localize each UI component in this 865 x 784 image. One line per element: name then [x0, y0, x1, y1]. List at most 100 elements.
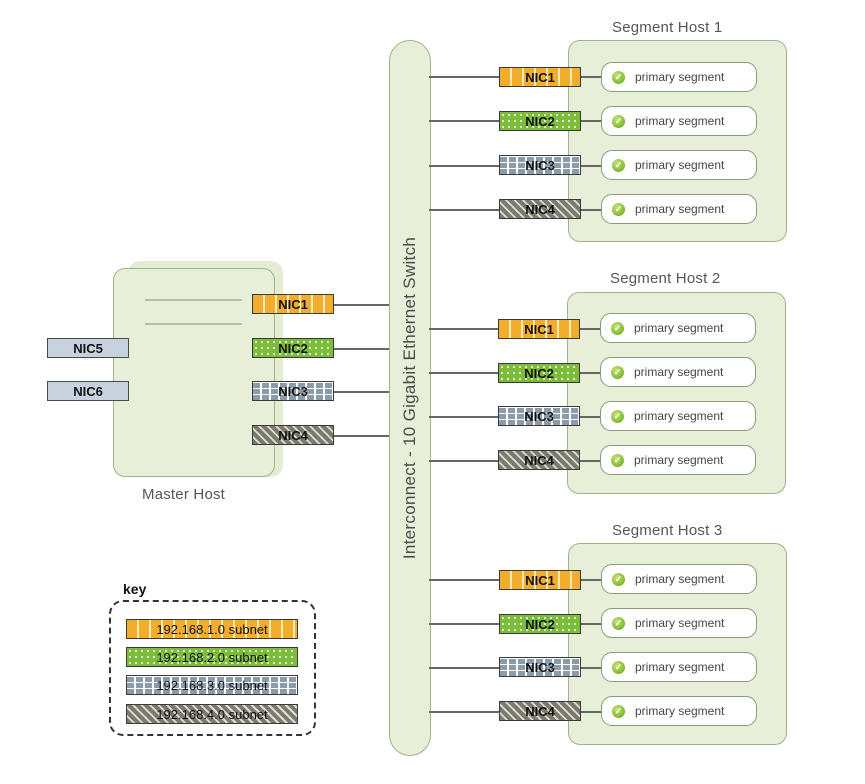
nic-label: NIC5	[73, 340, 103, 356]
connector-line	[580, 416, 602, 418]
connector-line	[580, 711, 602, 713]
segment-status-icon: ✓	[612, 70, 625, 84]
segment-status-icon: ✓	[611, 409, 624, 423]
segment-status-icon: ✓	[611, 321, 624, 335]
segment-label: primary segment	[635, 704, 725, 718]
connector-line	[580, 165, 602, 167]
connector-line	[429, 76, 501, 78]
connector-line	[580, 623, 602, 625]
segment-status-icon: ✓	[612, 158, 625, 172]
primary-segment: ✓ primary segment	[601, 564, 757, 594]
segment-host-title: Segment Host 3	[612, 522, 723, 539]
primary-segment: ✓ primary segment	[600, 445, 756, 475]
nic-label: NIC2	[524, 365, 554, 381]
segment-host2-nic4: NIC4	[498, 450, 580, 470]
nic-label: NIC3	[278, 383, 308, 399]
segment-status-icon: ✓	[611, 365, 624, 379]
segment-label: primary segment	[634, 321, 724, 335]
nic-label: NIC2	[525, 616, 555, 632]
segment-status-icon: ✓	[612, 704, 625, 718]
connector-line	[580, 372, 602, 374]
master-host-box	[113, 268, 275, 477]
nic-label: NIC1	[278, 296, 308, 312]
master-nic6: NIC6	[47, 381, 129, 401]
nic-label: NIC2	[278, 340, 308, 356]
interconnect-switch: Interconnect - 10 Gigabit Ethernet Switc…	[389, 40, 431, 756]
segment-status-icon: ✓	[612, 202, 625, 216]
nic-label: NIC4	[278, 427, 308, 443]
primary-segment: ✓ primary segment	[600, 313, 756, 343]
nic-label: NIC4	[525, 703, 555, 719]
connector-line	[429, 667, 501, 669]
primary-segment: ✓ primary segment	[601, 652, 757, 682]
key-item-label: 192.168.1.0 subnet	[156, 621, 268, 637]
nic-label: NIC3	[525, 659, 555, 675]
key-item-label: 192.168.4.0 subnet	[156, 706, 268, 722]
connector-line	[429, 372, 501, 374]
connector-line	[334, 304, 390, 306]
segment-host-title: Segment Host 1	[612, 19, 723, 36]
primary-segment: ✓primary segment	[601, 106, 757, 136]
segment-label: primary segment	[635, 660, 725, 674]
primary-segment: ✓primary segment	[601, 62, 757, 92]
segment-label: primary segment	[634, 365, 724, 379]
key-item-subnet3: 192.168.3.0 subnet	[126, 675, 298, 695]
connector-line	[429, 460, 501, 462]
master-host-line	[145, 299, 242, 301]
connector-line	[429, 328, 501, 330]
segment-host2-nic1: NIC1	[498, 319, 580, 339]
nic-label: NIC2	[525, 113, 555, 129]
primary-segment: ✓ primary segment	[600, 357, 756, 387]
master-host-title: Master Host	[142, 486, 226, 503]
key-item-subnet2: 192.168.2.0 subnet	[126, 647, 298, 667]
primary-segment: ✓ primary segment	[601, 150, 757, 180]
nic-label: NIC1	[525, 572, 555, 588]
nic-label: NIC3	[524, 408, 554, 424]
connector-line	[580, 120, 602, 122]
connector-line	[580, 579, 602, 581]
segment-host2-nic3: NIC3	[498, 406, 580, 426]
connector-line	[334, 391, 390, 393]
segment-label: primary segment	[635, 616, 725, 630]
segment-status-icon: ✓	[612, 660, 625, 674]
segment-label: primary segment	[635, 114, 725, 128]
key-legend	[109, 600, 316, 736]
connector-line	[580, 328, 602, 330]
segment-host1-nic4: NIC4	[499, 199, 581, 219]
segment-status-icon: ✓	[611, 453, 624, 467]
segment-host2-nic2: NIC2	[498, 363, 580, 383]
segment-host1-nic1: NIC1	[499, 67, 581, 87]
segment-status-icon: ✓	[612, 572, 625, 586]
master-nic3: NIC3	[252, 381, 334, 401]
segment-label: primary segment	[635, 202, 725, 216]
master-nic2: NIC2	[252, 338, 334, 358]
segment-label: primary segment	[635, 158, 725, 172]
nic-label: NIC4	[525, 201, 555, 217]
nic-label: NIC3	[525, 157, 555, 173]
connector-line	[334, 348, 390, 350]
segment-host3-nic2: NIC2	[499, 614, 581, 634]
segment-label: primary segment	[634, 453, 724, 467]
primary-segment: ✓ primary segment	[601, 194, 757, 224]
key-item-label: 192.168.3.0 subnet	[156, 677, 268, 693]
segment-label: primary segment	[634, 409, 724, 423]
key-item-label: 192.168.2.0 subnet	[156, 649, 268, 665]
segment-host1-nic3: NIC3	[499, 155, 581, 175]
connector-line	[580, 209, 602, 211]
segment-host-title: Segment Host 2	[610, 270, 721, 287]
key-item-subnet1: 192.168.1.0 subnet	[126, 619, 298, 639]
connector-line	[580, 76, 602, 78]
primary-segment: ✓ primary segment	[601, 696, 757, 726]
segment-label: primary segment	[635, 572, 725, 586]
nic-label: NIC1	[525, 69, 555, 85]
connector-line	[429, 165, 501, 167]
connector-line	[429, 416, 501, 418]
segment-host1-nic2: NIC2	[499, 111, 581, 131]
master-nic1: NIC1	[252, 294, 334, 314]
segment-status-icon: ✓	[612, 616, 625, 630]
connector-line	[580, 667, 602, 669]
connector-line	[429, 623, 501, 625]
connector-line	[334, 435, 390, 437]
master-host-line	[145, 323, 242, 325]
key-item-subnet4: 192.168.4.0 subnet	[126, 704, 298, 724]
